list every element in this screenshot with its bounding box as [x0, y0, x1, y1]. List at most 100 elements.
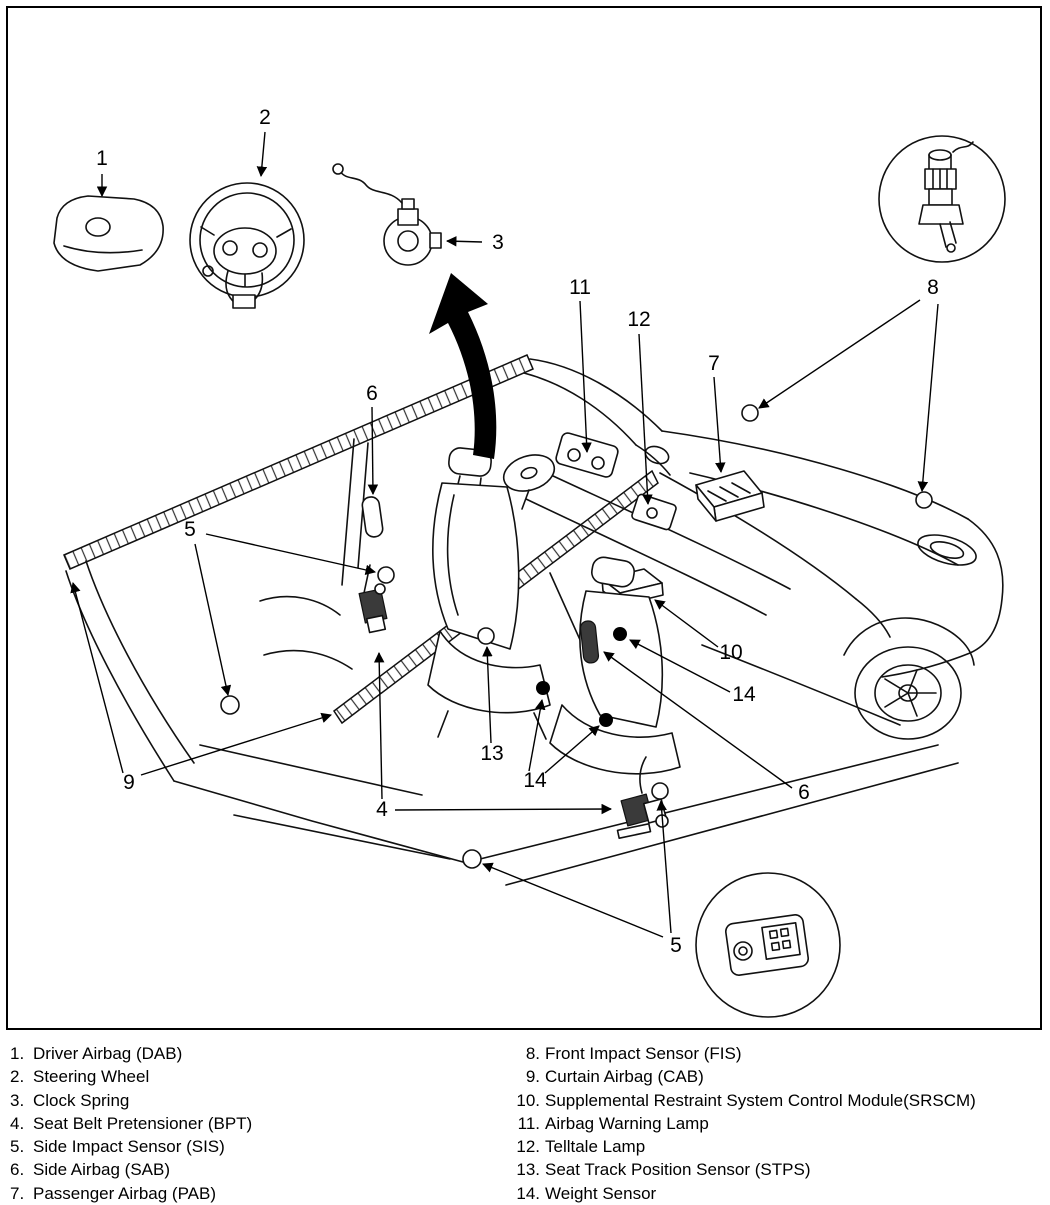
leader-2 — [256, 131, 268, 178]
callout-6-upper: 6 — [366, 382, 378, 405]
legend-item-14: 14.Weight Sensor — [510, 1182, 1042, 1205]
callout-11: 11 — [569, 276, 591, 299]
legend-item-6: 6. Side Airbag (SAB) — [10, 1158, 510, 1181]
side-impact-sensor-marker-front-sill — [651, 782, 669, 800]
telltale-lamp — [646, 507, 658, 519]
legend-item-label: Telltale Lamp — [545, 1137, 646, 1157]
legend-item-label: Side Impact Sensor (SIS) — [33, 1137, 225, 1157]
seat-track-position-sensor-marker — [477, 627, 495, 645]
driver-seat — [427, 447, 551, 740]
legend-item-7: 7. Passenger Airbag (PAB) — [10, 1182, 510, 1205]
side-impact-sensor-marker-rear-sill — [462, 849, 482, 869]
legend-item-number: 5. — [10, 1137, 25, 1157]
callout-labels: 1 2 3 11 12 7 8 6 5 9 4 13 14 14 10 6 5 — [96, 106, 939, 957]
leader-4a — [373, 651, 385, 800]
legend-item-number: 9. — [525, 1067, 540, 1087]
leader-14b1 — [528, 698, 546, 772]
callout-6-lower: 6 — [798, 781, 810, 804]
front-wheel — [854, 646, 962, 740]
leader-14a — [629, 639, 731, 693]
leader-9b — [140, 712, 333, 776]
legend-item-12: 12.Telltale Lamp — [510, 1135, 1042, 1158]
headlight — [917, 534, 977, 566]
leader-8a — [758, 299, 921, 409]
legend-item-label: Curtain Airbag (CAB) — [545, 1067, 704, 1087]
leader-9a — [70, 581, 124, 774]
leader-5b1 — [482, 862, 664, 938]
callout-12: 12 — [627, 308, 650, 331]
legend-item-label: Weight Sensor — [545, 1183, 657, 1203]
legend-item-number: 6. — [10, 1160, 25, 1180]
legend-item-11: 11.Airbag Warning Lamp — [510, 1112, 1042, 1135]
leader-5a2 — [194, 543, 232, 697]
callout-14-lower: 14 — [523, 769, 547, 792]
legend-item-number: 4. — [10, 1113, 25, 1133]
callout-1: 1 — [96, 147, 108, 170]
legend-item-2: 2.Steering Wheel — [10, 1065, 510, 1088]
weight-sensor-dot-1 — [613, 627, 627, 641]
telltale-lamp-panel — [631, 493, 677, 531]
leader-lines — [70, 131, 939, 938]
legend-item-label: Supplemental Restraint System Control Mo… — [545, 1090, 976, 1110]
legend-item-label: Driver Airbag (DAB) — [33, 1044, 183, 1063]
legend-item-label: Seat Track Position Sensor (STPS) — [545, 1160, 811, 1180]
legend-item-number: 13. — [516, 1160, 540, 1180]
leader-7 — [713, 376, 726, 474]
legend-item-13: 13.Seat Track Position Sensor (STPS) — [510, 1158, 1042, 1181]
passenger-headrest — [591, 556, 635, 588]
legend-item-label: Seat Belt Pretensioner (BPT) — [33, 1113, 253, 1133]
callout-14-upper: 14 — [732, 683, 756, 706]
driver-side-airbag — [361, 496, 384, 538]
legend-item-1: 1.Driver Airbag (DAB) — [10, 1042, 510, 1065]
leader-14b2 — [544, 725, 600, 774]
front-impact-sensor-marker-left — [741, 404, 759, 422]
callout-5-lower: 5 — [670, 934, 682, 957]
car-body-outline — [65, 358, 1004, 886]
callout-4: 4 — [376, 798, 388, 821]
legend-item-number: 3. — [10, 1090, 25, 1110]
callout-2: 2 — [259, 106, 271, 129]
legend-item-9: 9.Curtain Airbag (CAB) — [510, 1065, 1042, 1088]
side-mirror — [644, 445, 670, 465]
legend-item-4: 4. Seat Belt Pretensioner (BPT) — [10, 1112, 510, 1135]
leader-10 — [654, 599, 719, 648]
legend-item-number: 7. — [10, 1183, 25, 1203]
side-impact-sensor-marker-b-pillar — [377, 566, 395, 584]
side-impact-sensor-marker-rear — [220, 695, 240, 715]
diagram-frame: 1 2 3 11 12 7 8 6 5 9 4 13 14 14 10 6 5 — [6, 6, 1042, 1030]
legend-item-label: Passenger Airbag (PAB) — [33, 1183, 216, 1203]
legend: 1.Driver Airbag (DAB) 2.Steering Wheel 3… — [10, 1042, 1042, 1205]
weight-sensor-dot-3 — [599, 713, 613, 727]
in-car-steering-wheel — [502, 454, 556, 492]
callout-9: 9 — [123, 771, 135, 794]
callout-13: 13 — [480, 742, 503, 765]
legend-item-number: 12. — [516, 1137, 540, 1157]
side-impact-sensor-detail — [695, 872, 841, 1018]
legend-item-8: 8.Front Impact Sensor (FIS) — [510, 1042, 1042, 1065]
weight-sensor-dot-2 — [536, 681, 550, 695]
passenger-airbag-module — [695, 470, 765, 522]
legend-item-label: Front Impact Sensor (FIS) — [545, 1044, 742, 1063]
leader-8b — [917, 303, 939, 493]
legend-item-number: 11. — [517, 1113, 540, 1133]
callout-10: 10 — [719, 641, 742, 664]
passenger-seat — [549, 556, 681, 775]
leader-6a — [367, 406, 379, 496]
legend-right-column: 8.Front Impact Sensor (FIS) 9.Curtain Ai… — [510, 1042, 1042, 1205]
leader-5a1 — [205, 533, 377, 576]
front-impact-sensor-detail — [878, 135, 1006, 263]
dashboard-cluster — [502, 432, 677, 531]
leader-13 — [482, 645, 493, 744]
leader-11 — [579, 300, 592, 454]
leader-5b2 — [656, 799, 672, 934]
car-airbag-component-diagram: 1 2 3 11 12 7 8 6 5 9 4 13 14 14 10 6 5 — [53, 106, 1006, 1018]
legend-item-label: Airbag Warning Lamp — [545, 1113, 709, 1133]
legend-item-number: 2. — [10, 1067, 25, 1087]
callout-7: 7 — [708, 352, 720, 375]
callout-5-upper: 5 — [184, 518, 196, 541]
legend-item-number: 10. — [516, 1090, 540, 1110]
legend-left-column: 1.Driver Airbag (DAB) 2.Steering Wheel 3… — [10, 1042, 510, 1205]
pointer-arrow — [429, 273, 497, 459]
legend-item-label: Side Airbag (SAB) — [33, 1160, 171, 1180]
